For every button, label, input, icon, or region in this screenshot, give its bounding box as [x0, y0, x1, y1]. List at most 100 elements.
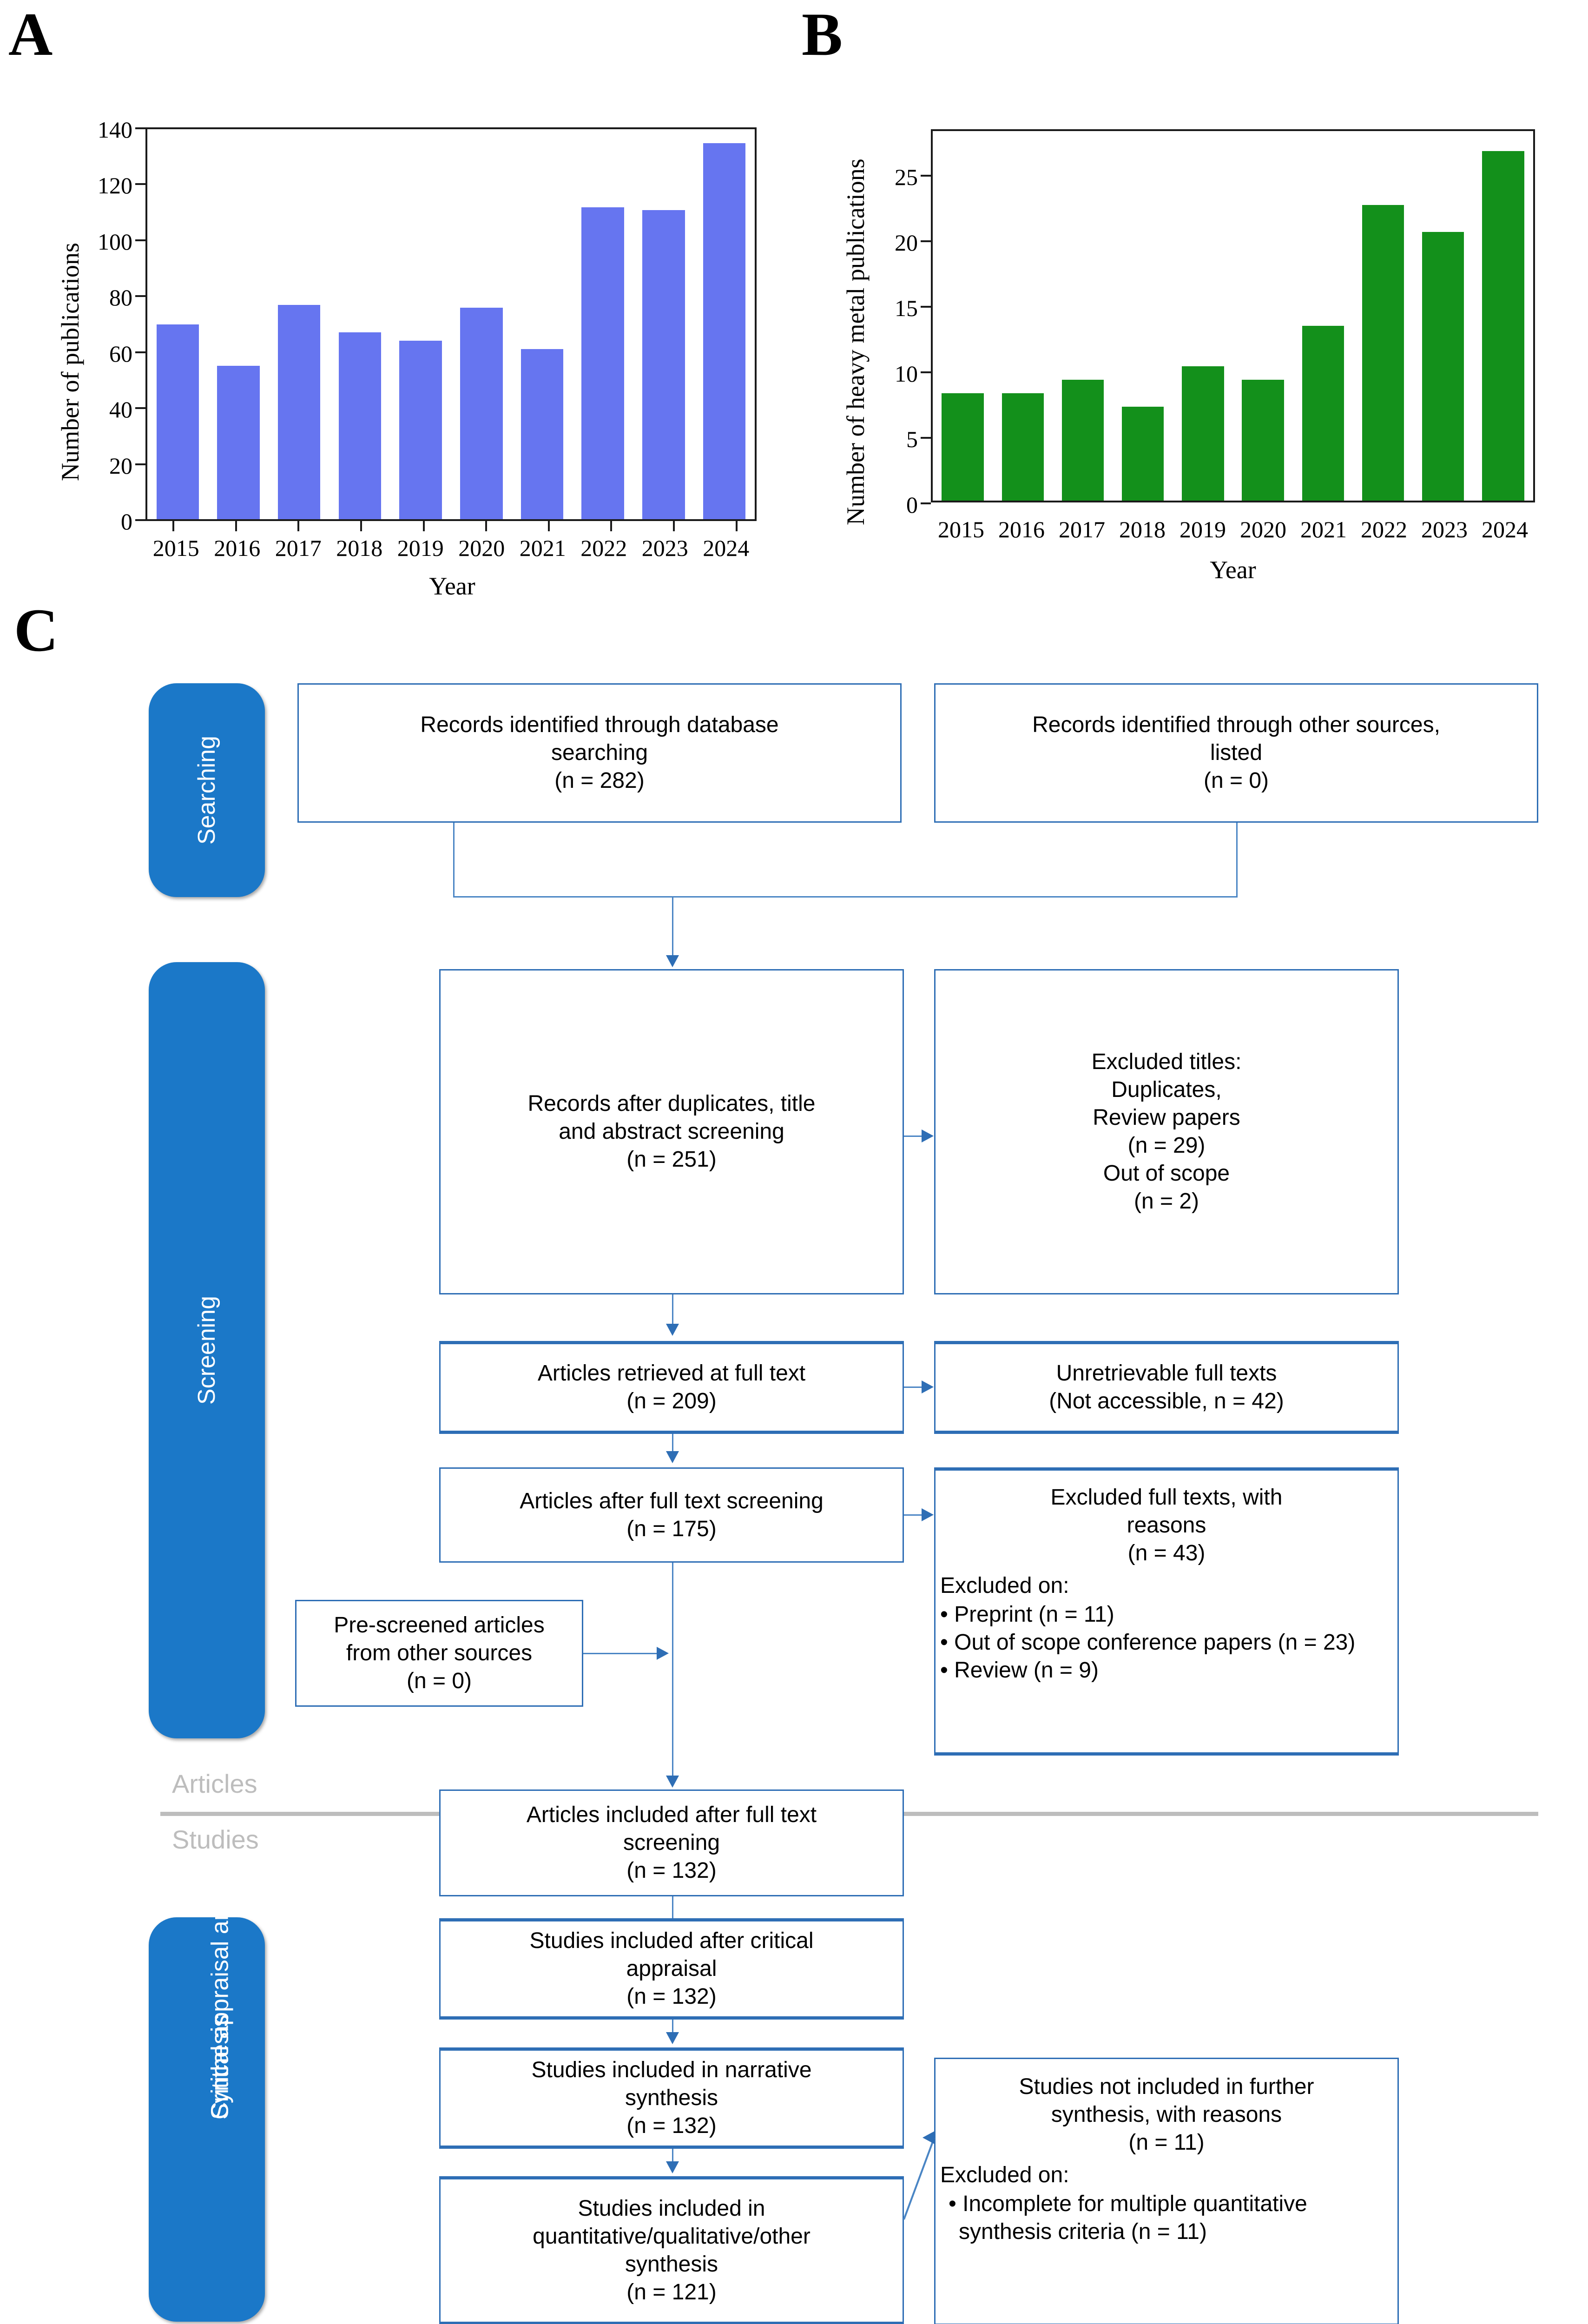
- separator-label-studies: Studies: [172, 1825, 259, 1854]
- bar: [942, 393, 984, 501]
- chart-a: Number of publications 140 120 100 80 60…: [0, 0, 790, 604]
- bullet-item: • Review (n = 9): [940, 1658, 1099, 1683]
- panel-label-a: A: [8, 0, 53, 68]
- bar: [642, 210, 685, 519]
- chart-a-xtickmark: [172, 521, 174, 531]
- stage-pill-screening: Screening: [149, 962, 265, 1738]
- box-after-duplicates-text: Records after duplicates, title and abst…: [527, 1091, 816, 1172]
- connector-line: [672, 1294, 673, 1327]
- x-tick-label: 2022: [580, 535, 627, 561]
- bullet-item: • Incomplete for multiple quantitative s…: [949, 2192, 1307, 2244]
- box-db-search: Records identified through database sear…: [297, 683, 902, 823]
- chart-a-xtickmark: [610, 521, 612, 531]
- chart-a-ytick: 140: [98, 117, 132, 143]
- box-not-included-head: Studies not included in further synthesi…: [1019, 2074, 1314, 2155]
- x-tick-label: 2017: [275, 535, 322, 561]
- x-tick-label: 2022: [1361, 516, 1407, 542]
- box-not-included: Studies not included in further synthesi…: [934, 2058, 1399, 2324]
- box-retrieved-full-text-text: Articles retrieved at full text (n = 209…: [537, 1361, 806, 1413]
- box-excluded-full-texts-label: Excluded on:: [940, 1573, 1069, 1598]
- chart-a-xtickmark: [673, 521, 675, 531]
- bullet-item: • Preprint (n = 11): [940, 1602, 1114, 1627]
- box-narrative-synthesis: Studies included in narrative synthesis …: [439, 2047, 904, 2149]
- chart-a-xtickmark: [423, 521, 425, 531]
- box-after-duplicates: Records after duplicates, title and abst…: [439, 969, 904, 1294]
- chart-a-ytickmark: [135, 407, 145, 409]
- x-tick-label: 2016: [998, 516, 1045, 542]
- bar: [581, 207, 624, 519]
- x-tick-label: 2019: [1179, 516, 1226, 542]
- stage-label-searching: Searching: [193, 735, 220, 845]
- arrow-left-icon: [922, 2131, 935, 2144]
- bar: [703, 143, 746, 519]
- chart-a-ytickmark: [135, 127, 145, 129]
- bar: [1362, 205, 1404, 501]
- connector-line: [672, 896, 673, 959]
- bar: [1002, 393, 1044, 501]
- x-tick-label: 2021: [1300, 516, 1347, 542]
- chart-b-ytick: 20: [895, 230, 918, 256]
- box-not-included-label: Excluded on:: [940, 2163, 1069, 2187]
- arrow-down-icon: [666, 1776, 679, 1788]
- chart-a-xtickmark: [548, 521, 550, 531]
- x-tick-label: 2017: [1059, 516, 1105, 542]
- box-included-full-text-text: Articles included after full text screen…: [526, 1802, 817, 1883]
- chart-a-ytick: 20: [109, 453, 132, 479]
- chart-b-ytickmark: [921, 175, 931, 177]
- chart-a-ytick: 80: [109, 284, 132, 310]
- chart-b-ytick: 25: [895, 164, 918, 190]
- box-quantitative-synthesis: Studies included in quantitative/qualita…: [439, 2176, 904, 2324]
- stage-label-appraisal: Critical appraisal and Synthesis: [138, 1894, 277, 2133]
- connector-line: [672, 1896, 673, 1927]
- chart-b-ytickmark: [921, 371, 931, 373]
- box-unretrievable-text: Unretrievable full texts (Not accessible…: [1049, 1361, 1284, 1413]
- chart-b-ytick: 15: [895, 295, 918, 321]
- chart-a-ytick: 0: [121, 508, 132, 535]
- bar: [277, 304, 321, 519]
- box-excluded-titles: Excluded titles: Duplicates, Review pape…: [934, 969, 1399, 1294]
- separator-label-articles: Articles: [172, 1769, 257, 1798]
- connector-line: [904, 1514, 922, 1516]
- chart-b-ylabel: Number of heavy metal publications: [842, 158, 870, 525]
- stage-pill-searching: Searching: [149, 683, 265, 897]
- arrow-down-icon: [666, 2161, 679, 2173]
- arrow-right-icon: [922, 1129, 934, 1142]
- x-tick-label: 2024: [703, 535, 750, 561]
- bar: [399, 341, 442, 519]
- chart-a-ytickmark: [135, 295, 145, 297]
- x-tick-label: 2019: [397, 535, 444, 561]
- chart-b-ytickmark: [921, 240, 931, 242]
- box-db-search-text: Records identified through database sear…: [420, 713, 779, 793]
- x-tick-label: 2023: [1421, 516, 1468, 542]
- connector-line: [904, 1136, 922, 1137]
- chart-a-ytick: 100: [98, 229, 132, 255]
- connector-line: [583, 1653, 658, 1654]
- box-pre-screened: Pre-screened articles from other sources…: [295, 1600, 583, 1707]
- chart-a-ytickmark: [135, 239, 145, 241]
- panel-label-c: C: [14, 596, 59, 664]
- box-after-appraisal: Studies included after critical appraisa…: [439, 1918, 904, 2020]
- arrow-down-icon: [666, 2032, 679, 2044]
- arrow-down-icon: [666, 1451, 679, 1463]
- box-after-full-text: Articles after full text screening (n = …: [439, 1467, 904, 1563]
- x-tick-label: 2018: [336, 535, 383, 561]
- bar: [521, 349, 564, 519]
- chart-b-ytick: 0: [906, 492, 918, 518]
- x-tick-label: 2018: [1119, 516, 1166, 542]
- chart-a-xtickmark: [297, 521, 299, 531]
- chart-a-xtickmark: [235, 521, 237, 531]
- connector-line: [672, 1563, 673, 1779]
- box-not-included-bullets: • Incomplete for multiple quantitative s…: [940, 2190, 1393, 2246]
- connector-line: [453, 896, 1238, 898]
- box-unretrievable: Unretrievable full texts (Not accessible…: [934, 1341, 1399, 1434]
- box-pre-screened-text: Pre-screened articles from other sources…: [334, 1613, 545, 1693]
- x-tick-label: 2016: [214, 535, 261, 561]
- connector-diagonal: [903, 2138, 935, 2220]
- connector-line: [1236, 823, 1238, 897]
- bar: [1242, 379, 1284, 501]
- chart-a-xlabel: Year: [429, 572, 475, 600]
- chart-b-ytickmark: [921, 502, 931, 504]
- chart-a-xtickmark: [736, 521, 738, 531]
- stage-label-screening: Screening: [193, 1295, 220, 1405]
- connector-line: [672, 2020, 673, 2038]
